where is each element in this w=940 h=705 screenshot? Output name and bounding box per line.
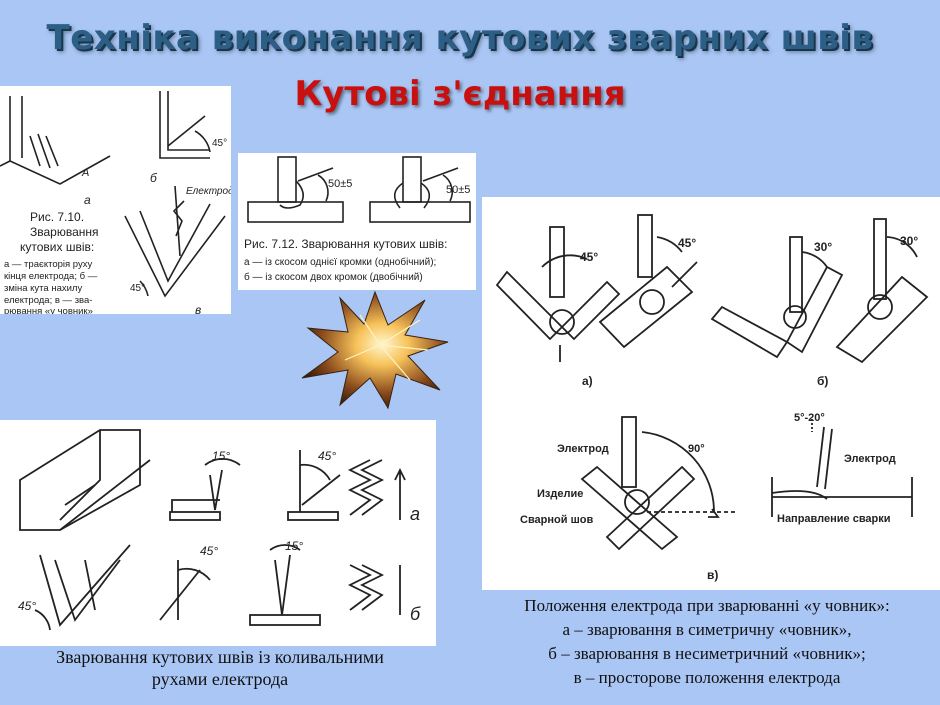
angle-fig710-45-bottom: 45° bbox=[130, 283, 145, 294]
caption-electrode-line2: а – зварювання в симетричну «човник», bbox=[562, 620, 852, 639]
label-fig710-v: в bbox=[195, 303, 201, 314]
angle-bottom-45-bottom: 45° bbox=[200, 544, 218, 558]
angle-90: 90° bbox=[688, 443, 705, 455]
figure-electrode-positions: 45° 45° 30° 30° а) б) в) Электрод 90° Из… bbox=[482, 197, 940, 590]
label-direction: Направление сварки bbox=[777, 513, 891, 525]
figure-7-10: А а б в 45° 45° Електрод Рис. 7.10. Звар… bbox=[0, 86, 231, 314]
caption-electrode-positions: Положення електрода при зварюванні «у чо… bbox=[474, 594, 940, 690]
label-electrode-left: Электрод bbox=[557, 443, 609, 455]
caption-electrode-line4: в – просторове положення електрода bbox=[573, 668, 841, 687]
page-subtitle: Кутові з'єднання bbox=[294, 74, 626, 114]
page-title: Техніка виконання кутових зварних швів bbox=[46, 18, 874, 58]
legend-fig710-line1: а — траєкторія руху bbox=[4, 259, 92, 270]
welding-spark-image bbox=[300, 290, 450, 410]
figure-7-12: 50±5 50±5 Рис. 7.12. Зварювання кутових … bbox=[238, 153, 476, 290]
label-weld: Сварной шов bbox=[520, 514, 593, 526]
caption-oscillating-line2: рухами електрода bbox=[151, 669, 289, 689]
angle-bottom-15-bottom: 15° bbox=[285, 539, 303, 553]
legend-fig710-line3: зміна кута нахилу bbox=[4, 283, 82, 294]
angle-bottom-45-left: 45° bbox=[18, 599, 36, 613]
angle-fig712-right: 50±5 bbox=[446, 184, 470, 196]
angle-b1: 30° bbox=[814, 240, 832, 254]
angle-bottom-15-top: 15° bbox=[212, 449, 230, 463]
caption-fig710-line2: Зварювання bbox=[30, 225, 99, 239]
angle-fig710-45-top: 45° bbox=[212, 138, 227, 149]
legend-fig712-line1: а — із скосом однієї кромки (однобічний)… bbox=[244, 256, 436, 268]
angle-range: 5°-20° bbox=[794, 412, 825, 424]
legend-fig712-line2: б — із скосом двох кромок (двобічний) bbox=[244, 271, 423, 283]
angle-fig712-left: 50±5 bbox=[328, 178, 352, 190]
label-fig710-a: а bbox=[84, 193, 91, 207]
figure-oscillating-motions: 15° 45° 45° 15° 45° а б bbox=[0, 420, 436, 646]
label-fig710-A: А bbox=[81, 167, 89, 179]
caption-fig712: Рис. 7.12. Зварювання кутових швів: bbox=[244, 237, 447, 251]
label-workpiece: Изделие bbox=[537, 488, 583, 500]
caption-electrode-line3: б – зварювання в несиметричний «човник»; bbox=[548, 644, 866, 663]
angle-a2: 45° bbox=[678, 236, 696, 250]
caption-fig710-line3: кутових швів: bbox=[20, 240, 94, 254]
caption-oscillating: Зварювання кутових швів із коливальними … bbox=[0, 646, 440, 690]
label-bottom-a: а bbox=[410, 504, 420, 524]
label-fig710-electrode: Електрод bbox=[186, 186, 231, 197]
angle-bottom-45-top: 45° bbox=[318, 449, 336, 463]
angle-b2: 30° bbox=[900, 234, 918, 248]
label-fig710-b: б bbox=[150, 171, 158, 185]
angle-a1: 45° bbox=[580, 250, 598, 264]
caption-oscillating-line1: Зварювання кутових швів із коливальними bbox=[56, 647, 384, 667]
caption-fig710-line1: Рис. 7.10. bbox=[30, 210, 84, 224]
legend-fig710-line4: електрода; в — зва- bbox=[4, 295, 92, 306]
caption-electrode-line1: Положення електрода при зварюванні «у чо… bbox=[524, 596, 890, 615]
legend-fig710-line5: рювання «у човник» bbox=[4, 306, 93, 314]
label-bottom-b: б bbox=[410, 604, 421, 624]
label-right-v: в) bbox=[707, 568, 718, 582]
label-electrode-right: Электрод bbox=[844, 453, 896, 465]
legend-fig710-line2: кінця електрода; б — bbox=[4, 271, 98, 282]
label-right-a: а) bbox=[582, 374, 593, 388]
label-right-b: б) bbox=[817, 374, 828, 388]
